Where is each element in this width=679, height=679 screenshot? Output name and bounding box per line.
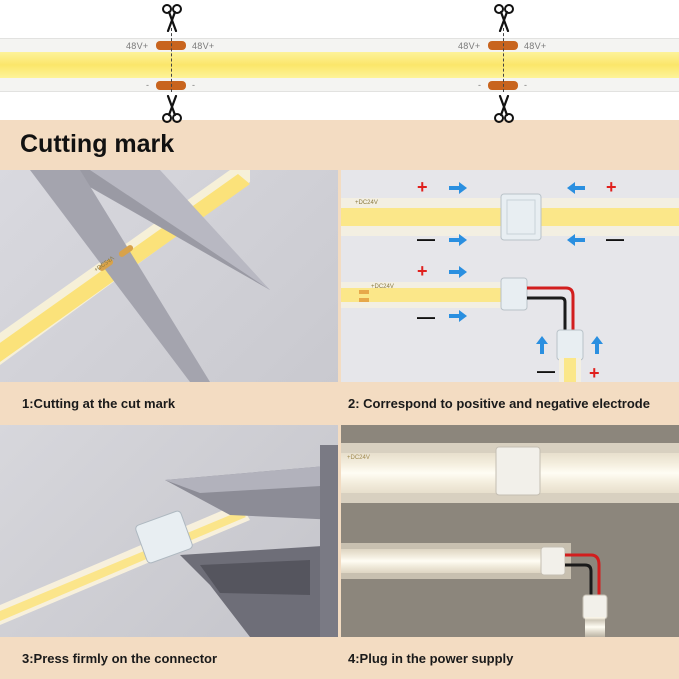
arrow-right-icon <box>449 266 467 278</box>
scissors-icon <box>494 4 514 32</box>
polarity-illustration <box>341 193 679 382</box>
positive-sign: + <box>417 177 428 197</box>
arrow-up-icon <box>536 336 548 354</box>
strip-label: +DC24V <box>355 200 378 206</box>
arrow-left-icon <box>567 234 585 246</box>
positive-sign: + <box>606 177 617 197</box>
cut-mark-label: 48V+ <box>126 41 149 51</box>
minus-label: - <box>524 80 528 90</box>
panel-power-supply: +DC24V <box>341 425 679 637</box>
cut-line <box>503 28 504 92</box>
minus-label: - <box>478 80 482 90</box>
negative-sign: — <box>417 229 435 249</box>
cob-led-band <box>0 52 679 78</box>
cut-mark-label: 48V+ <box>524 41 547 51</box>
arrow-up-icon <box>591 336 603 354</box>
minus-label: - <box>192 80 196 90</box>
cut-line <box>171 28 172 92</box>
pliers-illustration <box>0 445 338 637</box>
arrow-right-icon <box>449 182 467 194</box>
negative-sign: — <box>537 361 555 381</box>
minus-label: - <box>146 80 150 90</box>
panel-press-connector <box>0 425 338 637</box>
strip-label: +DC24V <box>347 455 370 461</box>
scissors-icon <box>162 95 182 123</box>
step-caption: 3:Press firmly on the connector <box>22 651 218 666</box>
panel-polarity: +DC24V +DC24V + + — — + — — + <box>341 170 679 382</box>
arrow-left-icon <box>567 182 585 194</box>
cut-mark-label: 48V+ <box>458 41 481 51</box>
scissors-icon <box>494 95 514 123</box>
negative-sign: — <box>606 229 624 249</box>
positive-sign: + <box>417 261 428 281</box>
page-title: Cutting mark <box>20 130 175 158</box>
step-caption: 4:Plug in the power supply <box>348 651 514 666</box>
strip-label: +DC24V <box>371 284 394 290</box>
arrow-right-icon <box>449 310 467 322</box>
panel-cutting: +DC24V <box>0 170 338 382</box>
scissors-icon <box>162 4 182 32</box>
lit-strip-illustration <box>341 425 679 637</box>
led-strip-banner: 48V+ 48V+ - - 48V+ 48V+ - - <box>0 0 679 123</box>
step-caption: 1:Cutting at the cut mark <box>22 396 176 411</box>
cut-mark-label: 48V+ <box>192 41 215 51</box>
step-caption: 2: Correspond to positive and negative e… <box>348 396 650 411</box>
cutting-illustration <box>0 170 270 382</box>
positive-sign: + <box>589 363 600 382</box>
arrow-right-icon <box>449 234 467 246</box>
negative-sign: — <box>417 307 435 327</box>
